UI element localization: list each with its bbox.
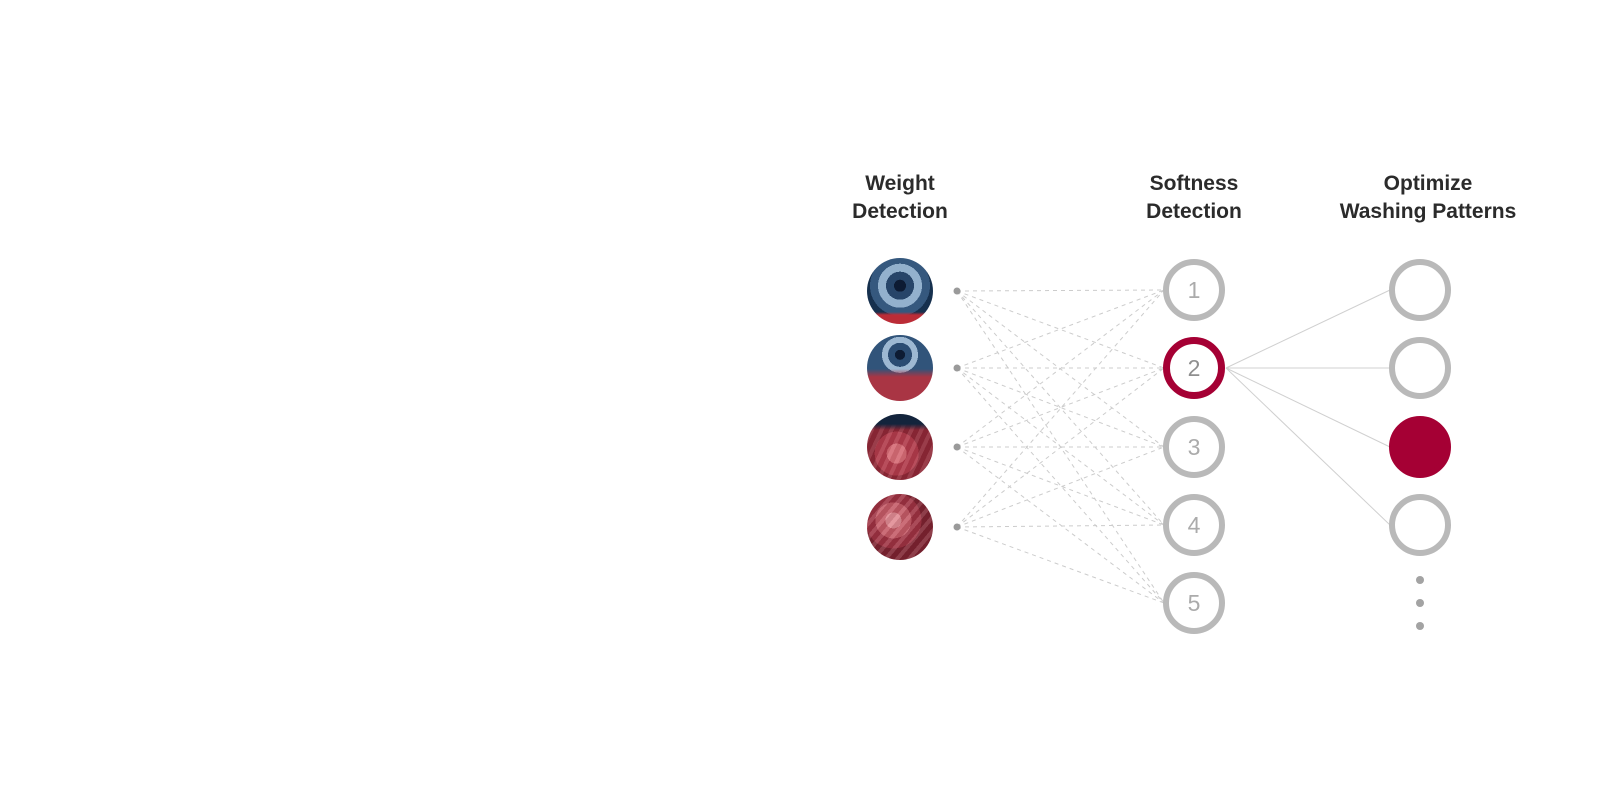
- softness-node-1: 1: [1163, 259, 1225, 321]
- weight-title-line1: Weight: [865, 172, 935, 195]
- red-fabric-photo: [867, 494, 933, 560]
- optimize-node-4: [1389, 494, 1451, 556]
- connector-dot-4: [953, 523, 961, 531]
- connector-dot-2: [953, 364, 961, 372]
- optimize-title: Optimize Washing Patterns: [1340, 170, 1517, 226]
- ellipsis-dot-1: [1416, 576, 1424, 584]
- softness-title-line1: Softness: [1149, 172, 1239, 195]
- ellipsis-dot-3: [1416, 622, 1424, 630]
- optimize-node-1: [1389, 259, 1451, 321]
- softness-node-5: 5: [1163, 572, 1225, 634]
- red-fabric-in-drum-photo: [867, 414, 933, 480]
- ellipsis-dot-2: [1416, 599, 1424, 607]
- weight-detection-title: Weight Detection: [852, 170, 948, 226]
- weight-title-line2: Detection: [852, 200, 948, 223]
- connector-dot-3: [953, 443, 961, 451]
- washer-drum-photo: [867, 258, 933, 324]
- optimize-node-2: [1389, 337, 1451, 399]
- connector-dot-1: [953, 287, 961, 295]
- softness-node-2-selected: 2: [1163, 337, 1225, 399]
- optimize-title-line1: Optimize: [1383, 172, 1473, 195]
- softness-node-4: 4: [1163, 494, 1225, 556]
- softness-title-line2: Detection: [1146, 200, 1242, 223]
- optimize-node-3-selected: [1389, 416, 1451, 478]
- dashed-connections: [956, 289, 1165, 604]
- drum-with-red-fabric-photo: [867, 335, 933, 401]
- optimize-title-line2: Washing Patterns: [1339, 200, 1517, 223]
- solid-connections: [1225, 289, 1391, 526]
- softness-detection-title: Softness Detection: [1146, 170, 1242, 226]
- softness-node-3: 3: [1163, 416, 1225, 478]
